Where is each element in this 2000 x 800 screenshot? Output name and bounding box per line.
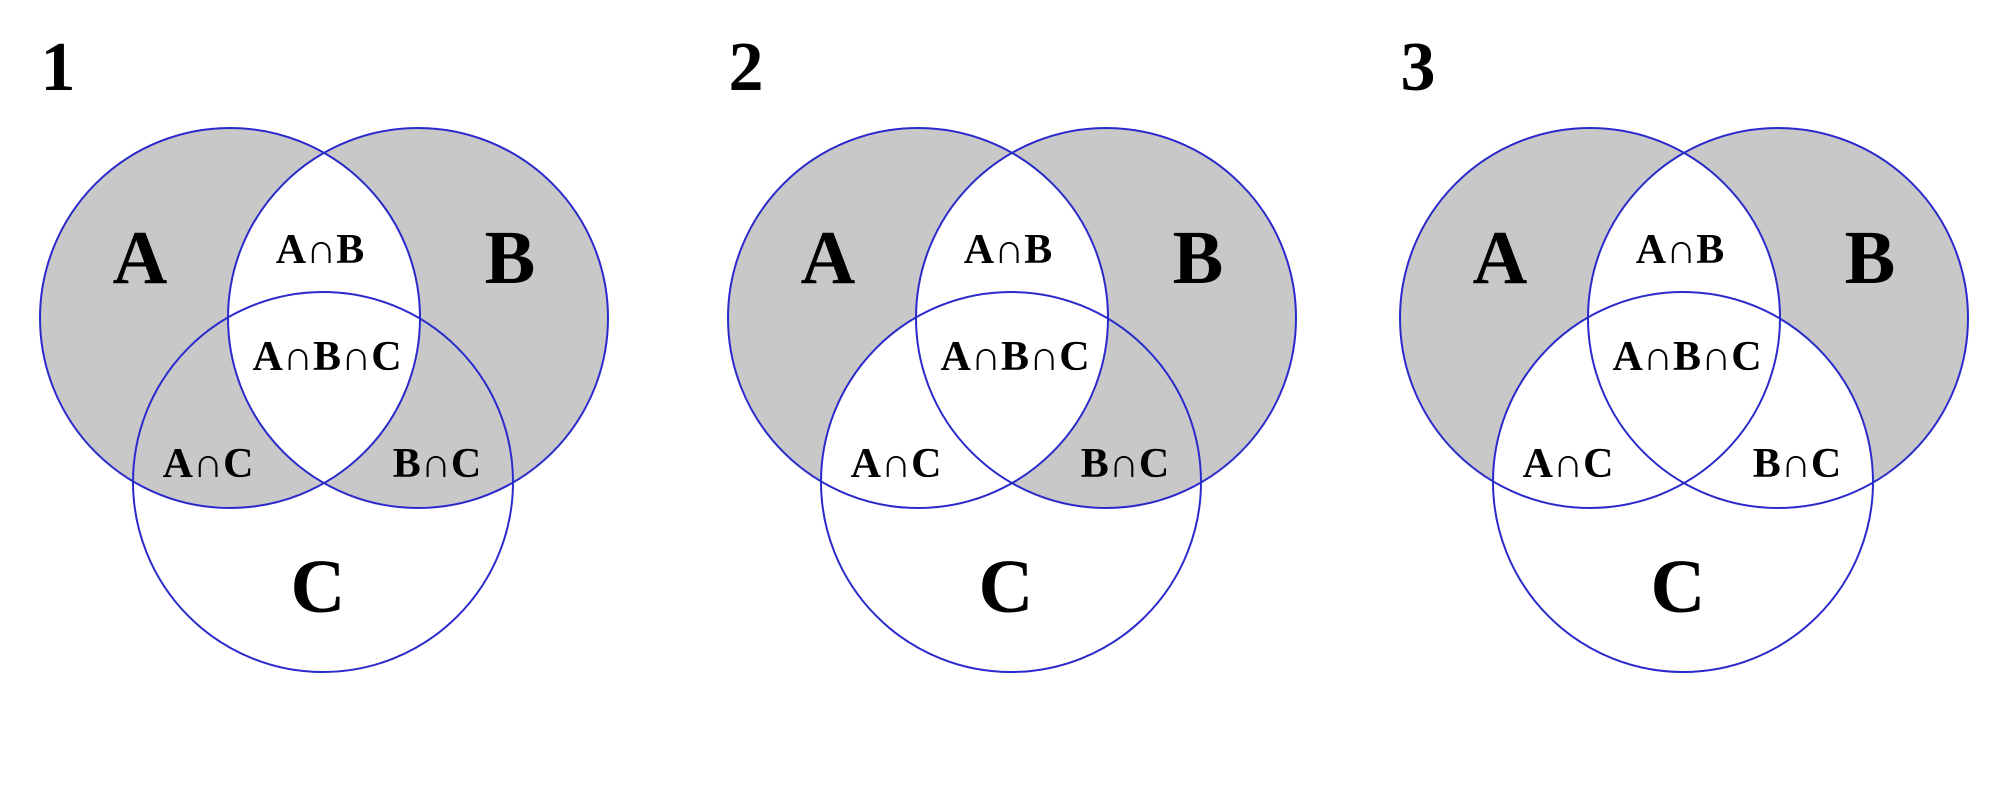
circle-c-outline [820,291,1202,673]
label-bc: B∩C [393,441,482,487]
label-ac: A∩C [851,441,942,487]
label-ac: A∩C [1523,441,1614,487]
diagram-number: 1 [41,29,76,106]
circle-c-outline [132,291,514,673]
label-ab: A∩B [964,227,1053,273]
label-ab: A∩B [276,227,365,273]
label-bc: B∩C [1753,441,1842,487]
label-bc: B∩C [1081,441,1170,487]
label-a: A [1473,216,1528,300]
circle-c-outline [1492,291,1874,673]
label-b: B [485,216,536,300]
label-b: B [1845,216,1896,300]
label-c: C [291,545,346,629]
diagram-number: 3 [1401,29,1436,106]
label-abc: A∩B∩C [1612,334,1761,380]
label-abc: A∩B∩C [252,334,401,380]
diagram-number: 2 [729,29,764,106]
label-c: C [1651,545,1706,629]
label-ac: A∩C [163,441,254,487]
label-a: A [801,216,856,300]
label-a: A [113,216,168,300]
label-c: C [979,545,1034,629]
label-ab: A∩B [1636,227,1725,273]
label-abc: A∩B∩C [940,334,1089,380]
label-b: B [1173,216,1224,300]
